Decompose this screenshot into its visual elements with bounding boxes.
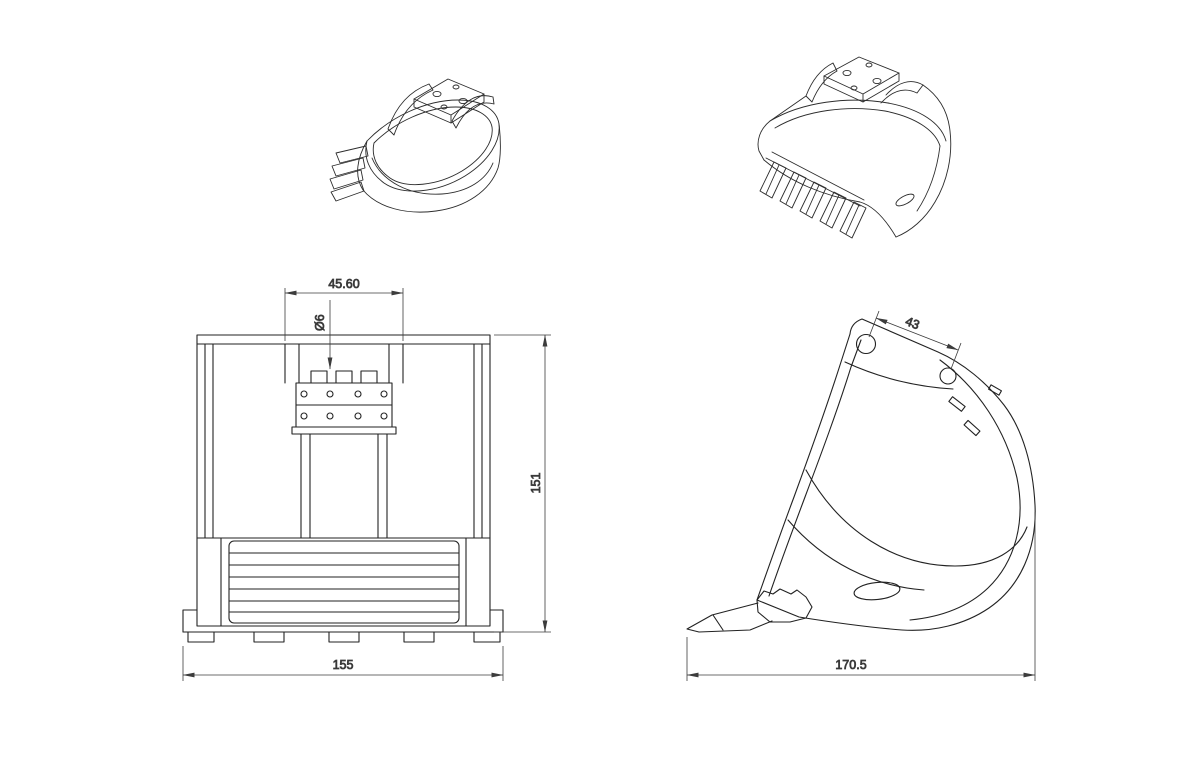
pin-hole [939, 367, 957, 385]
teeth [329, 145, 369, 202]
wear-pad [963, 419, 981, 437]
dimension-pin-spacing: 43 [868, 310, 962, 370]
side-view [686, 318, 1036, 633]
foot [187, 631, 215, 643]
dim-text-overall-length: 170.5 [835, 658, 866, 672]
dimension-line [875, 317, 959, 351]
pin-hole [458, 97, 468, 105]
dim-text-pin-spacing: 43 [903, 314, 921, 332]
dim-text-width-top: 45.60 [328, 277, 359, 291]
wear-pad [988, 384, 1002, 396]
dimension-hole-diameter: Ø6 [313, 300, 333, 370]
bolt-hole [354, 412, 362, 420]
dimension-width-top: 45.60 [284, 277, 404, 341]
pin-hole [842, 69, 852, 77]
bucket-profile [756, 318, 1036, 631]
side-hole [895, 193, 915, 207]
dim-text-hole-diameter: Ø6 [313, 314, 327, 331]
mounting-bracket [823, 56, 900, 103]
pin-hole [855, 333, 877, 355]
pin-hole [452, 84, 460, 90]
foot [473, 631, 501, 643]
foot [253, 631, 285, 643]
bolt-hole [380, 390, 388, 398]
extension-line [868, 310, 880, 338]
iso-view-top-right [757, 56, 952, 239]
pin-hole [865, 62, 873, 68]
extension-line [950, 342, 962, 370]
teeth [759, 161, 867, 239]
front-view-dimensions: 45.60 Ø6 151 155 [182, 277, 551, 681]
pin-hole [432, 90, 442, 98]
bucket-body [196, 334, 491, 627]
bracket-ribs [387, 83, 495, 136]
dimension-height: 151 [494, 334, 551, 633]
lifting-eye [853, 581, 901, 601]
dimension-width-bottom: 155 [182, 646, 504, 681]
dimension-overall-length: 170.5 [686, 512, 1036, 681]
bolt [335, 370, 353, 384]
bucket-tooth [686, 588, 813, 633]
wear-pad [948, 396, 966, 412]
bolt [310, 370, 328, 384]
foot [328, 631, 360, 643]
pin-hole [872, 77, 882, 85]
bolt-hole [300, 412, 308, 420]
pin-hole [850, 85, 858, 91]
base-edge [182, 609, 504, 643]
side-view-dimensions: 43 170.5 [686, 310, 1036, 681]
bucket-shell [357, 99, 501, 213]
dim-text-width-bottom: 155 [333, 658, 354, 672]
bolt-hole [326, 412, 334, 420]
bolt-hole [326, 390, 334, 398]
foot [403, 631, 435, 643]
wear-slats [220, 537, 467, 627]
bolt-hole [354, 390, 362, 398]
front-view [182, 334, 504, 643]
bolt-hole [300, 390, 308, 398]
bolt-hole [380, 412, 388, 420]
bolt [360, 370, 378, 384]
iso-view-top-left [329, 78, 501, 213]
dim-text-height: 151 [529, 473, 543, 494]
bracket-ribs [805, 62, 924, 104]
mounting-bracket [291, 370, 397, 539]
